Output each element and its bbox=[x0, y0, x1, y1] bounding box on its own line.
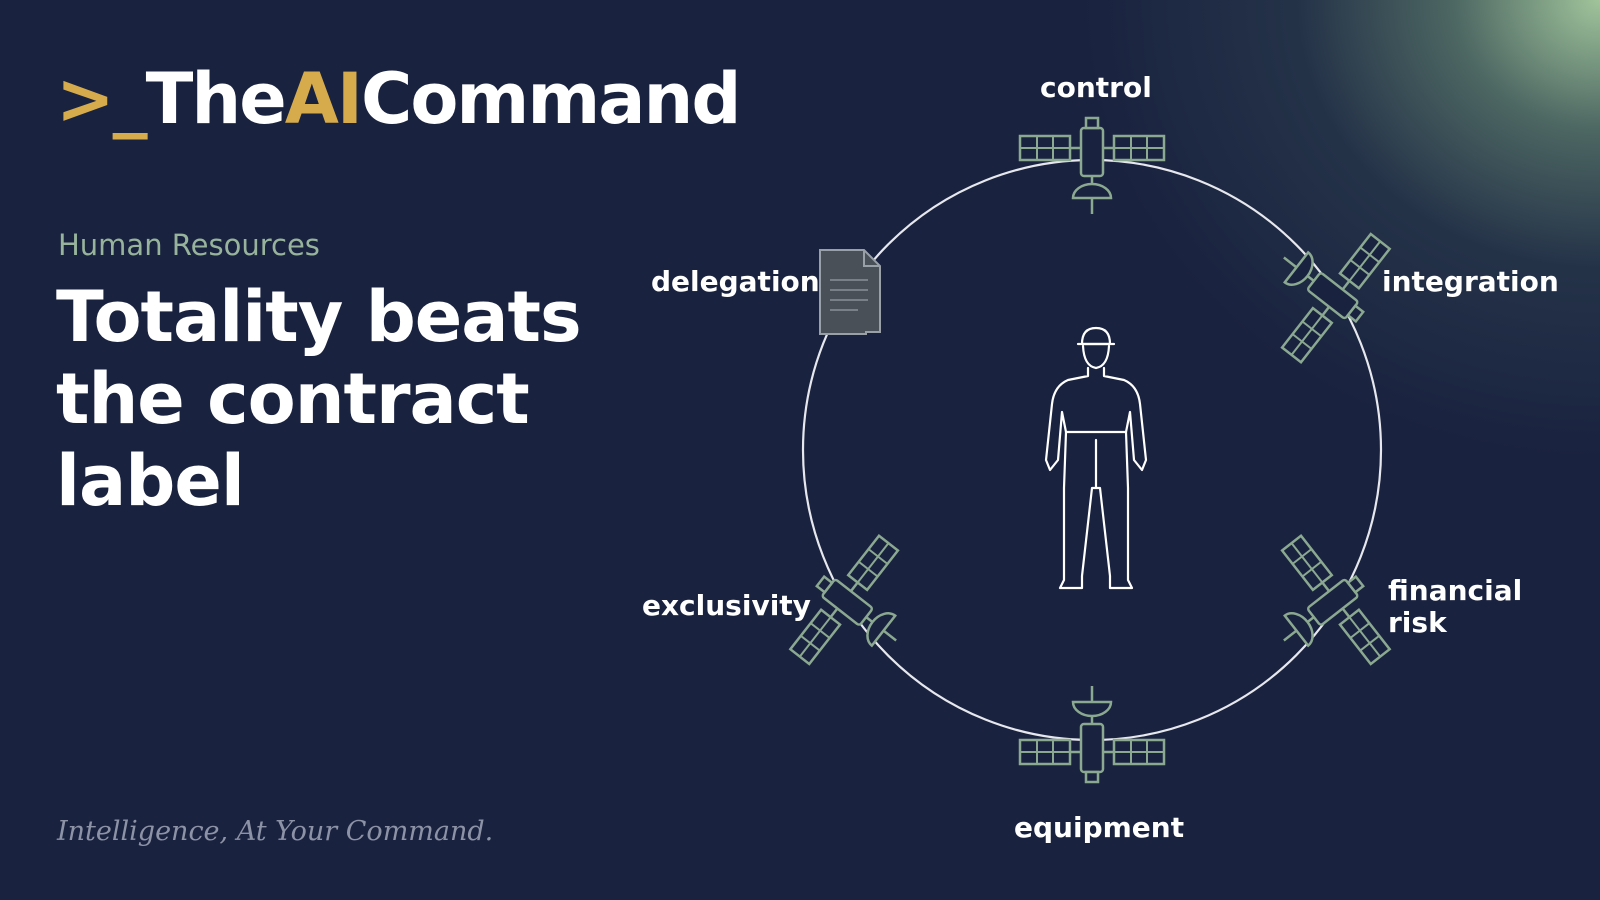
satellite-icon-equipment bbox=[1018, 684, 1166, 784]
node-label-integration: integration bbox=[1382, 265, 1559, 298]
satellite-icon-financial-risk bbox=[1238, 523, 1406, 699]
node-label-equipment: equipment bbox=[1014, 811, 1185, 844]
satellite-icon-integration bbox=[1238, 199, 1406, 375]
brand-prompt: >_ bbox=[56, 58, 148, 140]
worker-figure-icon bbox=[1044, 326, 1148, 590]
node-label-control: control bbox=[1040, 71, 1152, 104]
brand-command: Command bbox=[360, 58, 742, 140]
node-label-financial-risk: financial risk bbox=[1388, 574, 1523, 639]
brand-the: The bbox=[145, 58, 287, 140]
brand-logo: >_TheAICommand bbox=[56, 64, 741, 134]
satellite-icon-control bbox=[1018, 116, 1166, 216]
document-icon bbox=[819, 249, 881, 335]
category-label: Human Resources bbox=[58, 228, 320, 262]
brand-ai: AI bbox=[284, 58, 363, 140]
headline: Totality beats the contract label bbox=[56, 276, 582, 522]
tagline: Intelligence, At Your Command. bbox=[57, 816, 494, 847]
node-label-exclusivity: exclusivity bbox=[642, 589, 811, 622]
orbit-ring bbox=[801, 158, 1383, 742]
node-label-delegation: delegation bbox=[651, 265, 820, 298]
